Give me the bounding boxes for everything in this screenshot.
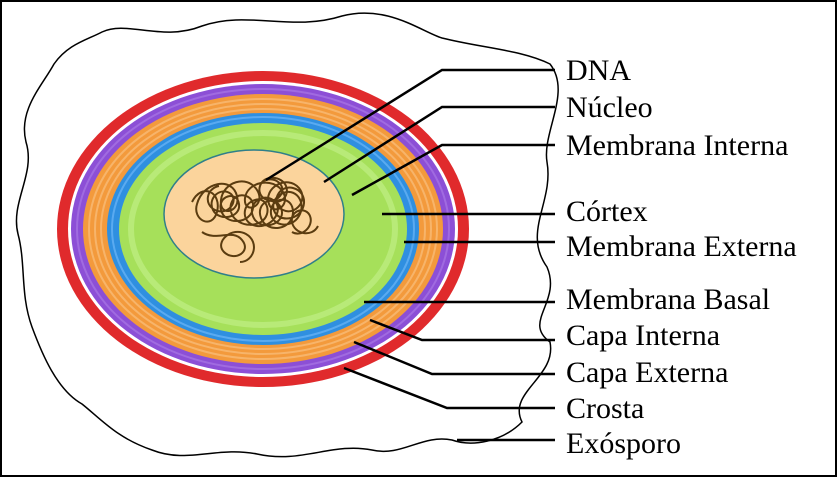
label-outer-membrane: Membrana Externa <box>566 230 797 263</box>
label-inner-membrane: Membrana Interna <box>566 129 789 162</box>
leader-inner-membrane <box>351 143 555 197</box>
leader-outer-coat <box>353 340 555 376</box>
label-crust: Crosta <box>566 392 645 425</box>
nucleus <box>163 149 345 279</box>
leader-dna <box>265 68 555 182</box>
leader-crust <box>343 366 555 410</box>
label-basal-membrane: Membrana Basal <box>566 283 771 316</box>
leader-inner-coat <box>369 318 555 342</box>
label-dna: DNA <box>566 54 631 87</box>
label-outer-coat: Capa Externa <box>566 356 729 389</box>
label-nucleus: Núcleo <box>566 91 653 124</box>
label-cortex: Córtex <box>566 195 648 228</box>
label-inner-coat: Capa Interna <box>566 319 721 352</box>
dna-strand <box>191 180 305 229</box>
leader-lines <box>265 68 555 442</box>
label-exosporium: Exósporo <box>566 427 681 460</box>
leader-nucleus <box>323 105 555 184</box>
